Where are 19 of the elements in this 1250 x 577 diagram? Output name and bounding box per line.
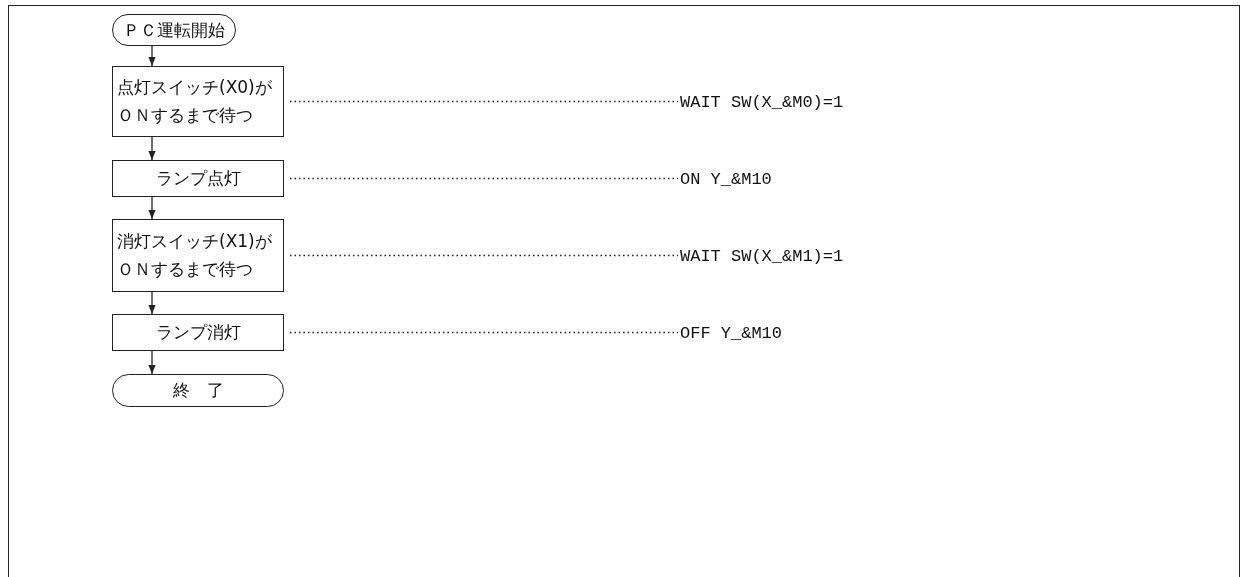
process-box: 点灯スイッチ(X0)がＯＮするまで待つ	[112, 66, 284, 137]
code-text: OFF Y_&M10	[680, 321, 880, 345]
code-text: WAIT SW(X_&M1)=1	[680, 244, 880, 268]
code-text: ON Y_&M10	[680, 167, 880, 191]
terminal-shape: ＰＣ運転開始	[112, 14, 236, 46]
dotted-leader-line	[289, 100, 679, 103]
code-text: WAIT SW(X_&M0)=1	[680, 90, 880, 114]
process-box: ランプ消灯	[112, 314, 284, 351]
dotted-leader-line	[289, 177, 679, 180]
arrow	[148, 136, 156, 161]
arrow	[148, 291, 156, 315]
dotted-leader-line	[289, 331, 679, 334]
process-box: 消灯スイッチ(X1)がＯＮするまで待つ	[112, 219, 284, 292]
arrow	[148, 196, 156, 220]
arrow	[148, 350, 156, 375]
dotted-leader-line	[289, 254, 679, 257]
terminal-shape: 終 了	[112, 374, 284, 407]
arrow	[148, 45, 156, 67]
process-box: ランプ点灯	[112, 160, 284, 197]
